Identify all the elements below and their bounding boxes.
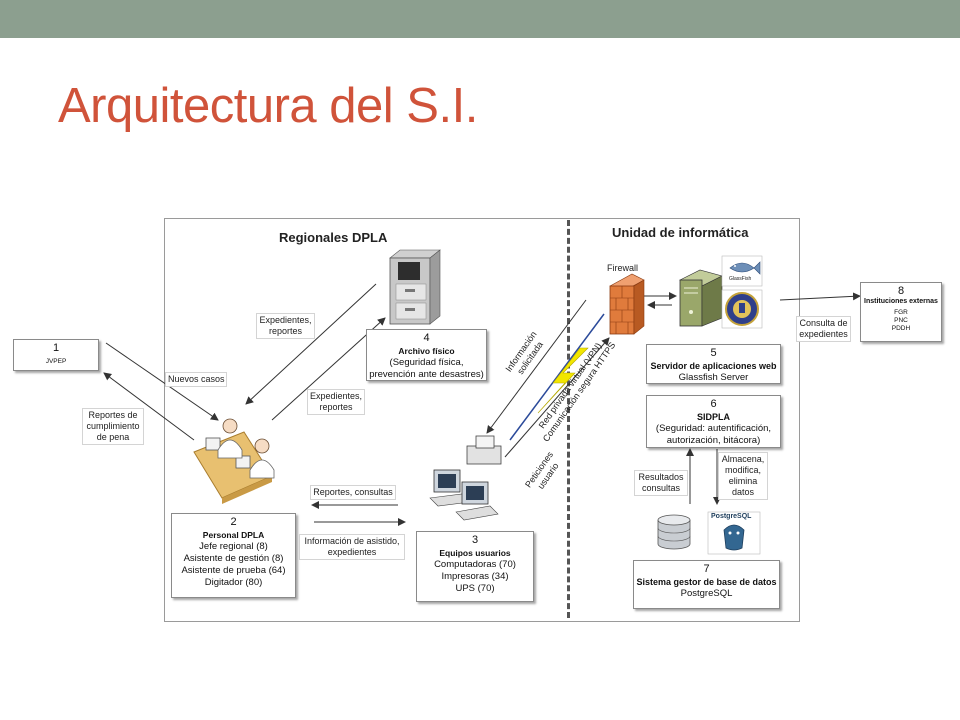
label-reportes-consultas: Reportes, consultas (310, 485, 396, 500)
node-line: autorización, bitácora) (666, 435, 761, 446)
slide-title: Arquitectura del S.I. (58, 79, 478, 133)
node-line: Impresoras (34) (441, 571, 509, 582)
postgres-logo-text: PostgreSQL (711, 513, 752, 520)
label-line: expedientes (799, 329, 848, 339)
label-line: Expedientes, (310, 391, 363, 401)
database-icon (657, 514, 691, 550)
arrow-jvpep-to-personal (105, 342, 219, 421)
node-name: Personal DPLA (202, 530, 265, 540)
node-line: (Seguridad física, (389, 357, 464, 368)
node-line: Asistente de prueba (64) (181, 565, 286, 576)
filing-cabinet-icon (389, 249, 441, 325)
label-line: de pena (96, 432, 130, 442)
glassfish-logo (721, 255, 763, 287)
node-name: Instituciones externas (864, 298, 938, 305)
node-personal: 2 Personal DPLA Jefe regional (8) Asiste… (171, 513, 296, 598)
arrow-firewall-to-equipos (486, 299, 587, 434)
node-line: (Seguridad: autentificación, (655, 423, 772, 434)
node-jvpep: 1 JVPEP (13, 339, 99, 371)
lightning-icon (537, 347, 589, 414)
node-line: Jefe regional (8) (199, 541, 268, 552)
label-line: modifica, (724, 465, 761, 475)
node-servidor: 5 Servidor de aplicaciones web Glassfish… (646, 344, 781, 384)
label-nuevos-casos: Nuevos casos (165, 372, 227, 387)
node-line: PostgreSQL (680, 588, 733, 599)
node-line: Glassfish Server (678, 372, 749, 383)
node-name: Servidor de aplicaciones web (650, 361, 777, 371)
label-line: Expedientes, (259, 315, 312, 325)
arrow-archivo-to-personal (245, 283, 377, 405)
node-number: 7 (703, 563, 710, 575)
arrow-server-to-externas (779, 292, 861, 301)
label-almacena: Almacena, modifica, elimina datos (718, 452, 768, 500)
node-archivo: 4 Archivo físico (Seguridad física, prev… (366, 329, 487, 381)
section-title-regionales: Regionales DPLA (279, 230, 388, 245)
label-line: datos (731, 487, 755, 497)
firewall-label: Firewall (607, 263, 639, 273)
label-line: Información de asistido, (304, 536, 400, 546)
label-reportes-cumplimiento: Reportes de cumplimiento de pena (82, 408, 144, 445)
institution-seal-icon (721, 289, 763, 329)
label-line: consultas (641, 483, 681, 493)
node-number: 4 (423, 332, 430, 344)
node-equipos: 3 Equipos usuarios Computadoras (70) Imp… (416, 531, 534, 602)
node-name: Sistema gestor de base de datos (636, 577, 777, 587)
arrow-personal-to-jvpep (103, 372, 195, 441)
node-number: 1 (52, 342, 60, 354)
node-externas: 8 Instituciones externas FGR PNC PDDH (860, 282, 942, 342)
postgresql-logo (707, 511, 761, 555)
section-title-unidad: Unidad de informática (612, 225, 749, 240)
node-sgbd: 7 Sistema gestor de base de datos Postgr… (633, 560, 780, 609)
label-expedientes-reportes-1: Expedientes, reportes (256, 313, 315, 339)
firewall-icon (609, 273, 645, 335)
label-line: Consulta de (799, 318, 848, 328)
node-number: 6 (710, 398, 717, 410)
label-line: reportes (319, 402, 353, 412)
node-line: Computadoras (70) (434, 559, 516, 570)
label-line: cumplimiento (86, 421, 140, 431)
label-line: elimina (728, 476, 758, 486)
glassfish-logo-text: GlassFish (729, 276, 752, 282)
node-line: Asistente de gestión (8) (183, 553, 284, 564)
label-line: reportes (268, 326, 303, 336)
node-line: FGR (894, 309, 908, 316)
label-expedientes-reportes-2: Expedientes, reportes (307, 389, 365, 415)
users-at-desk-icon (193, 418, 275, 504)
top-bar (0, 0, 960, 38)
node-number: 8 (897, 285, 905, 297)
label-line: Almacena, (721, 454, 765, 464)
node-number: 2 (230, 516, 237, 528)
node-name: SIDPLA (696, 412, 730, 422)
server-icon (679, 269, 723, 327)
label-line: expedientes (327, 547, 377, 557)
node-line: PNC (894, 317, 908, 324)
node-name: Equipos usuarios (439, 548, 511, 558)
vpn-link (509, 313, 605, 441)
node-name: Archivo físico (398, 346, 455, 356)
node-line: prevención ante desastres) (369, 369, 484, 380)
node-name: JVPEP (45, 358, 67, 365)
label-line: Reportes de (88, 410, 138, 420)
zone-divider (567, 220, 570, 618)
user-equipment-icon (429, 435, 502, 521)
label-line: Resultados (638, 472, 684, 482)
label-consulta-expedientes: Consulta de expedientes (796, 316, 851, 342)
arrow-equipos-to-firewall (504, 337, 610, 458)
node-number: 3 (471, 534, 479, 546)
node-number: 5 (710, 347, 717, 359)
node-sidpla: 6 SIDPLA (Seguridad: autentificación, au… (646, 395, 781, 448)
label-info-asistido: Información de asistido, expedientes (299, 534, 405, 560)
node-line: Digitador (80) (204, 577, 263, 588)
label-resultados-consultas: Resultados consultas (634, 470, 688, 496)
node-line: PDDH (891, 325, 911, 332)
node-line: UPS (70) (455, 583, 495, 594)
